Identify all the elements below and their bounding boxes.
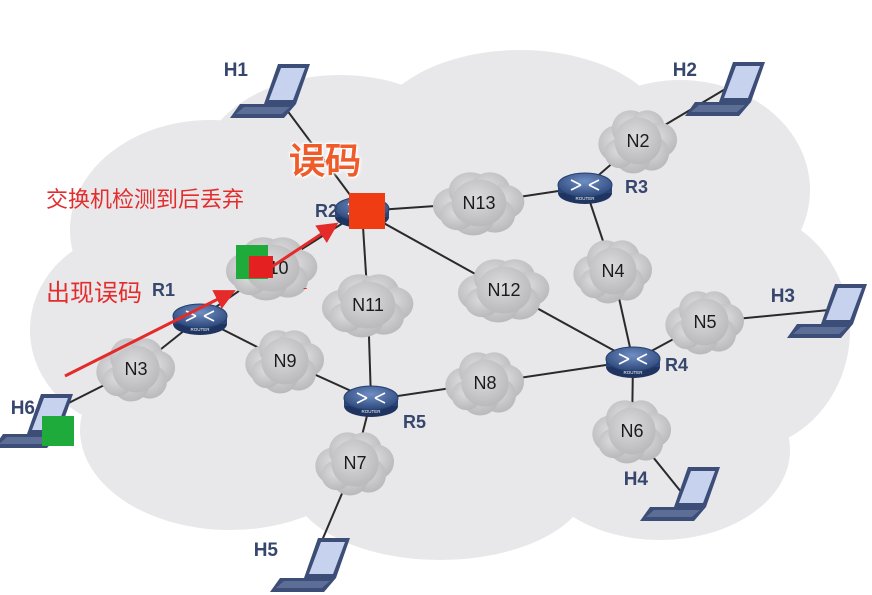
network-label-n5: N5 [693,312,716,332]
laptop-icon [787,284,867,338]
network-cloud-n9: N9 [245,330,325,394]
network-cloud-n3: N3 [96,338,176,402]
network-label-n3: N3 [124,359,147,379]
host-h2[interactable]: H2 [673,60,765,116]
network-cloud-n7: N7 [315,432,395,496]
network-cloud-n11: N11 [321,274,414,338]
error-block-r2 [349,193,385,229]
packet-red-n10 [249,256,273,278]
network-label-n12: N12 [487,280,520,300]
routers-layer: ROUTERR1ROUTERR2ROUTERR3ROUTERR4ROUTERR5 [152,172,688,432]
network-label-n7: N7 [343,453,366,473]
network-cloud-n12: N12 [457,259,550,323]
networks-layer: N2N3N4N5N6N7N8N9N10N11N12N13 [96,110,745,496]
host-label-h1: H1 [224,60,249,81]
network-label-n8: N8 [473,373,496,393]
laptop-icon [685,62,765,116]
router-arrows-icon [570,179,600,191]
host-label-h6: H6 [11,398,35,419]
host-h5[interactable]: H5 [254,538,350,592]
router-r3[interactable]: ROUTER R3 [557,172,648,204]
router-badge: ROUTER [191,327,211,332]
network-label-n6: N6 [620,421,643,441]
network-label-n2: N2 [626,131,649,151]
router-badge: ROUTER [576,196,596,201]
router-label-r5: R5 [403,412,426,432]
router-badge: ROUTER [624,370,644,375]
laptop-icon [230,64,310,118]
host-h1[interactable]: H1 [224,60,310,118]
network-cloud-n2: N2 [598,110,678,174]
host-h3[interactable]: H3 [771,284,867,338]
host-label-h3: H3 [771,286,795,307]
network-cloud-n4: N4 [573,240,653,304]
router-label-r4: R4 [665,355,688,375]
stray-dot: - [303,281,307,295]
laptop-icon [270,538,350,592]
network-label-n11: N11 [352,295,384,315]
host-label-h4: H4 [624,469,649,490]
packet-green-h6 [42,416,74,446]
network-cloud-n13: N13 [432,172,525,236]
router-arrows-icon [356,392,386,404]
network-label-n13: N13 [462,193,495,213]
host-h4[interactable]: H4 [624,467,720,521]
bit-error-occurs-note: 出现误码 [46,279,142,307]
laptop-icon [640,467,720,521]
router-r1[interactable]: ROUTER R1 [152,280,228,335]
arrow-to-r1 [64,290,236,378]
host-label-h2: H2 [673,60,697,81]
router-label-r1: R1 [152,280,175,300]
router-badge: ROUTER [362,409,382,414]
network-label-n9: N9 [273,351,296,371]
network-cloud-n8: N8 [445,352,525,416]
router-r4[interactable]: ROUTER R4 [605,346,688,378]
network-cloud-n5: N5 [665,291,745,355]
router-r5[interactable]: ROUTER R5 [343,385,426,432]
bit-error-title: 误码 [289,141,362,182]
router-arrows-icon [618,353,648,365]
host-label-h5: H5 [254,540,279,561]
switch-detect-drop-note: 交换机检测到后丢弃 [46,188,245,213]
network-cloud-n6: N6 [592,400,672,464]
network-label-n4: N4 [601,261,624,281]
router-label-r2: R2 [315,201,338,221]
router-label-r3: R3 [625,177,648,197]
arrow-to-r2 [269,222,339,270]
